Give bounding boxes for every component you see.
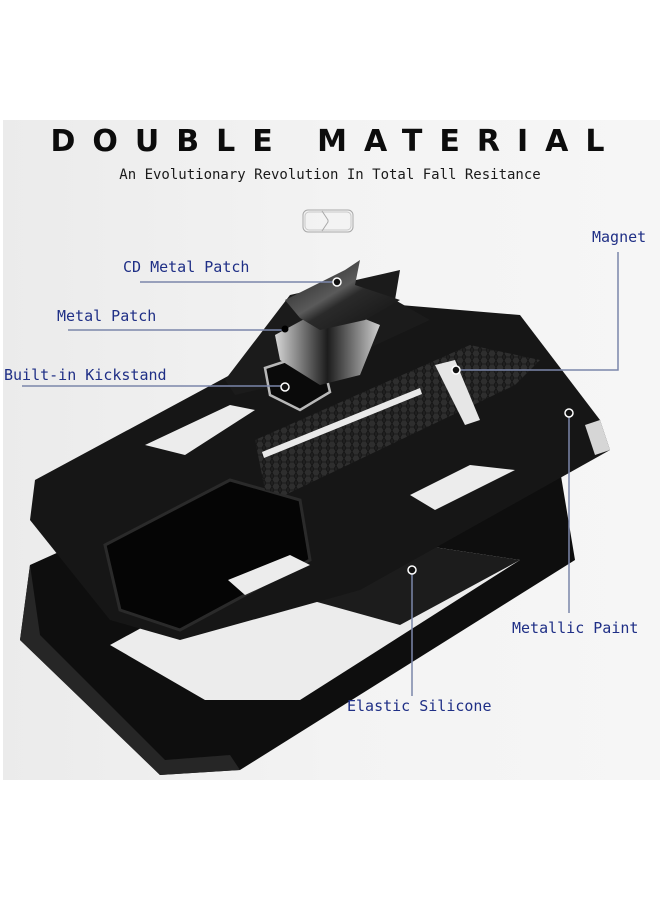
- metal-patch-part: [275, 305, 380, 385]
- dot-magnet: [451, 365, 461, 375]
- dot-metallic-paint: [564, 408, 574, 418]
- page-title: DOUBLE MATERIAL: [50, 124, 622, 159]
- callout-elastic-silicone: Elastic Silicone: [347, 697, 492, 715]
- callout-metal-patch: Metal Patch: [57, 307, 157, 325]
- dot-cd-metal-patch: [332, 277, 342, 287]
- ring-holder-icon: [302, 209, 354, 233]
- dot-built-in-kickstand: [280, 382, 290, 392]
- cd-metal-patch-part: [285, 260, 400, 330]
- dot-elastic-silicone: [407, 565, 417, 575]
- page-subtitle: An Evolutionary Revolution In Total Fall…: [119, 167, 541, 183]
- callout-cd-metal-patch: CD Metal Patch: [123, 258, 250, 276]
- leader-magnet: [456, 252, 619, 371]
- callout-built-in-kickstand: Built-in Kickstand: [4, 366, 167, 384]
- dot-metal-patch: [281, 325, 289, 333]
- callout-metallic-paint: Metallic Paint: [512, 619, 639, 637]
- callout-magnet: Magnet: [592, 228, 647, 246]
